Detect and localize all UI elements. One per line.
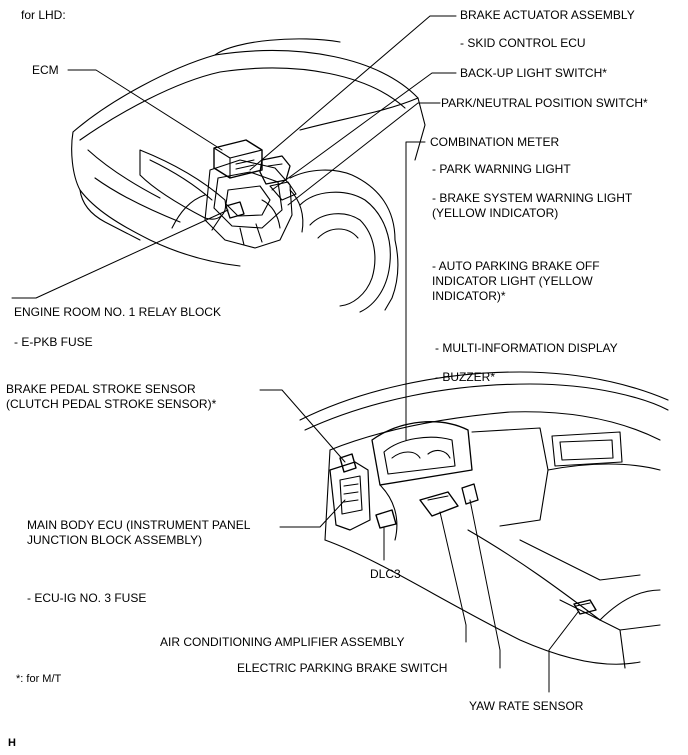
label-yaw-rate-sensor: YAW RATE SENSOR <box>469 699 584 713</box>
dashboard-drawing <box>299 371 669 669</box>
leader-lines <box>11 15 579 693</box>
label-auto-parking-indicator-light: INDICATOR LIGHT (YELLOW <box>432 274 593 288</box>
label-back-up-light-switch: BACK-UP LIGHT SWITCH* <box>460 66 607 80</box>
label-junction-block-assembly: JUNCTION BLOCK ASSEMBLY) <box>27 533 203 547</box>
label-brake-system-warning-light: - BRAKE SYSTEM WARNING LIGHT <box>432 191 633 205</box>
label-park-neutral-position-switch: PARK/NEUTRAL POSITION SWITCH* <box>441 96 648 110</box>
vehicle-front-drawing <box>71 38 426 313</box>
label-auto-parking-indicator: INDICATOR)* <box>432 289 506 303</box>
footnote: *: for M/T <box>16 673 62 685</box>
corner-mark: H <box>8 737 16 749</box>
label-ecm: ECM <box>32 63 59 77</box>
label-skid-control-ecu: - SKID CONTROL ECU <box>460 36 586 50</box>
label-brake-actuator-assembly: BRAKE ACTUATOR ASSEMBLY <box>460 8 635 22</box>
label-main-body-ecu: MAIN BODY ECU (INSTRUMENT PANEL <box>27 518 251 532</box>
label-e-pkb-fuse: - E-PKB FUSE <box>14 335 93 349</box>
label-dlc3: DLC3 <box>370 567 401 581</box>
label-park-warning-light: - PARK WARNING LIGHT <box>432 162 571 176</box>
label-brake-pedal-stroke-sensor: BRAKE PEDAL STROKE SENSOR <box>6 382 196 396</box>
label-brake-system-yellow-indicator: (YELLOW INDICATOR) <box>432 206 559 220</box>
label-electric-parking-brake-switch: ELECTRIC PARKING BRAKE SWITCH <box>237 661 448 675</box>
label-air-conditioning-amplifier: AIR CONDITIONING AMPLIFIER ASSEMBLY <box>160 635 405 649</box>
label-combination-meter: COMBINATION METER <box>430 135 560 149</box>
label-clutch-pedal-stroke-sensor: (CLUTCH PEDAL STROKE SENSOR)* <box>6 397 217 411</box>
label-ecu-ig-no-3-fuse: - ECU-IG NO. 3 FUSE <box>27 591 147 605</box>
diagram-title: for LHD: <box>21 8 66 22</box>
label-multi-information-display: - MULTI-INFORMATION DISPLAY <box>435 341 618 355</box>
label-auto-parking-brake-off: - AUTO PARKING BRAKE OFF <box>432 259 600 273</box>
label-buzzer: - BUZZER* <box>435 370 495 384</box>
label-engine-room-relay-block: ENGINE ROOM NO. 1 RELAY BLOCK <box>14 305 221 319</box>
